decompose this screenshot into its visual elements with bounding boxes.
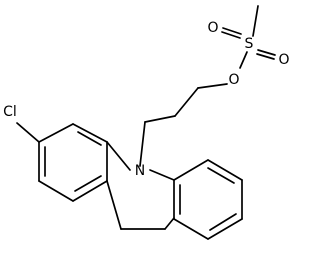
bond-right-inner-2 [209,213,237,231]
oxygen-top-label: O [207,20,218,36]
bond-right-2 [207,159,243,181]
bond-left-3 [72,180,108,202]
bond-right-1 [173,159,209,181]
chemical-structure: S O O O Cl N [3,5,290,240]
bond-s-o-bottom-2 [256,53,275,60]
nitrogen-label: N [135,163,145,179]
bond-left-6 [38,123,74,143]
bond-cl [16,122,40,143]
bond-left-inner-2 [74,175,102,192]
bond-ethylene-right [164,217,175,230]
bond-methyl-s [252,5,259,37]
bond-right-4 [207,218,243,240]
bond-s-o-top-2 [222,27,242,35]
sulfur-label: S [245,36,254,52]
oxygen-ester-label: O [228,72,239,88]
bond-c2-c3 [144,115,176,123]
bond-s-o-ester [239,51,248,69]
chlorine-label: Cl [3,104,17,120]
bond-c3-n [139,121,146,167]
bond-right-5 [173,218,209,240]
bond-left-ring-n [106,141,131,171]
bond-c1-c2 [174,87,199,117]
bond-left-4 [38,180,74,202]
bond-left-1 [72,123,108,143]
bond-s-o-bottom [257,49,276,56]
bond-s-o-top [221,31,241,39]
bond-o-c1 [197,83,228,89]
bond-left-inner-1 [77,131,102,146]
oxygen-bottom-label: O [278,52,289,68]
bond-right-inner-1 [207,167,235,184]
bond-n-right-ring [149,169,175,181]
bond-ethylene-left [106,180,122,230]
